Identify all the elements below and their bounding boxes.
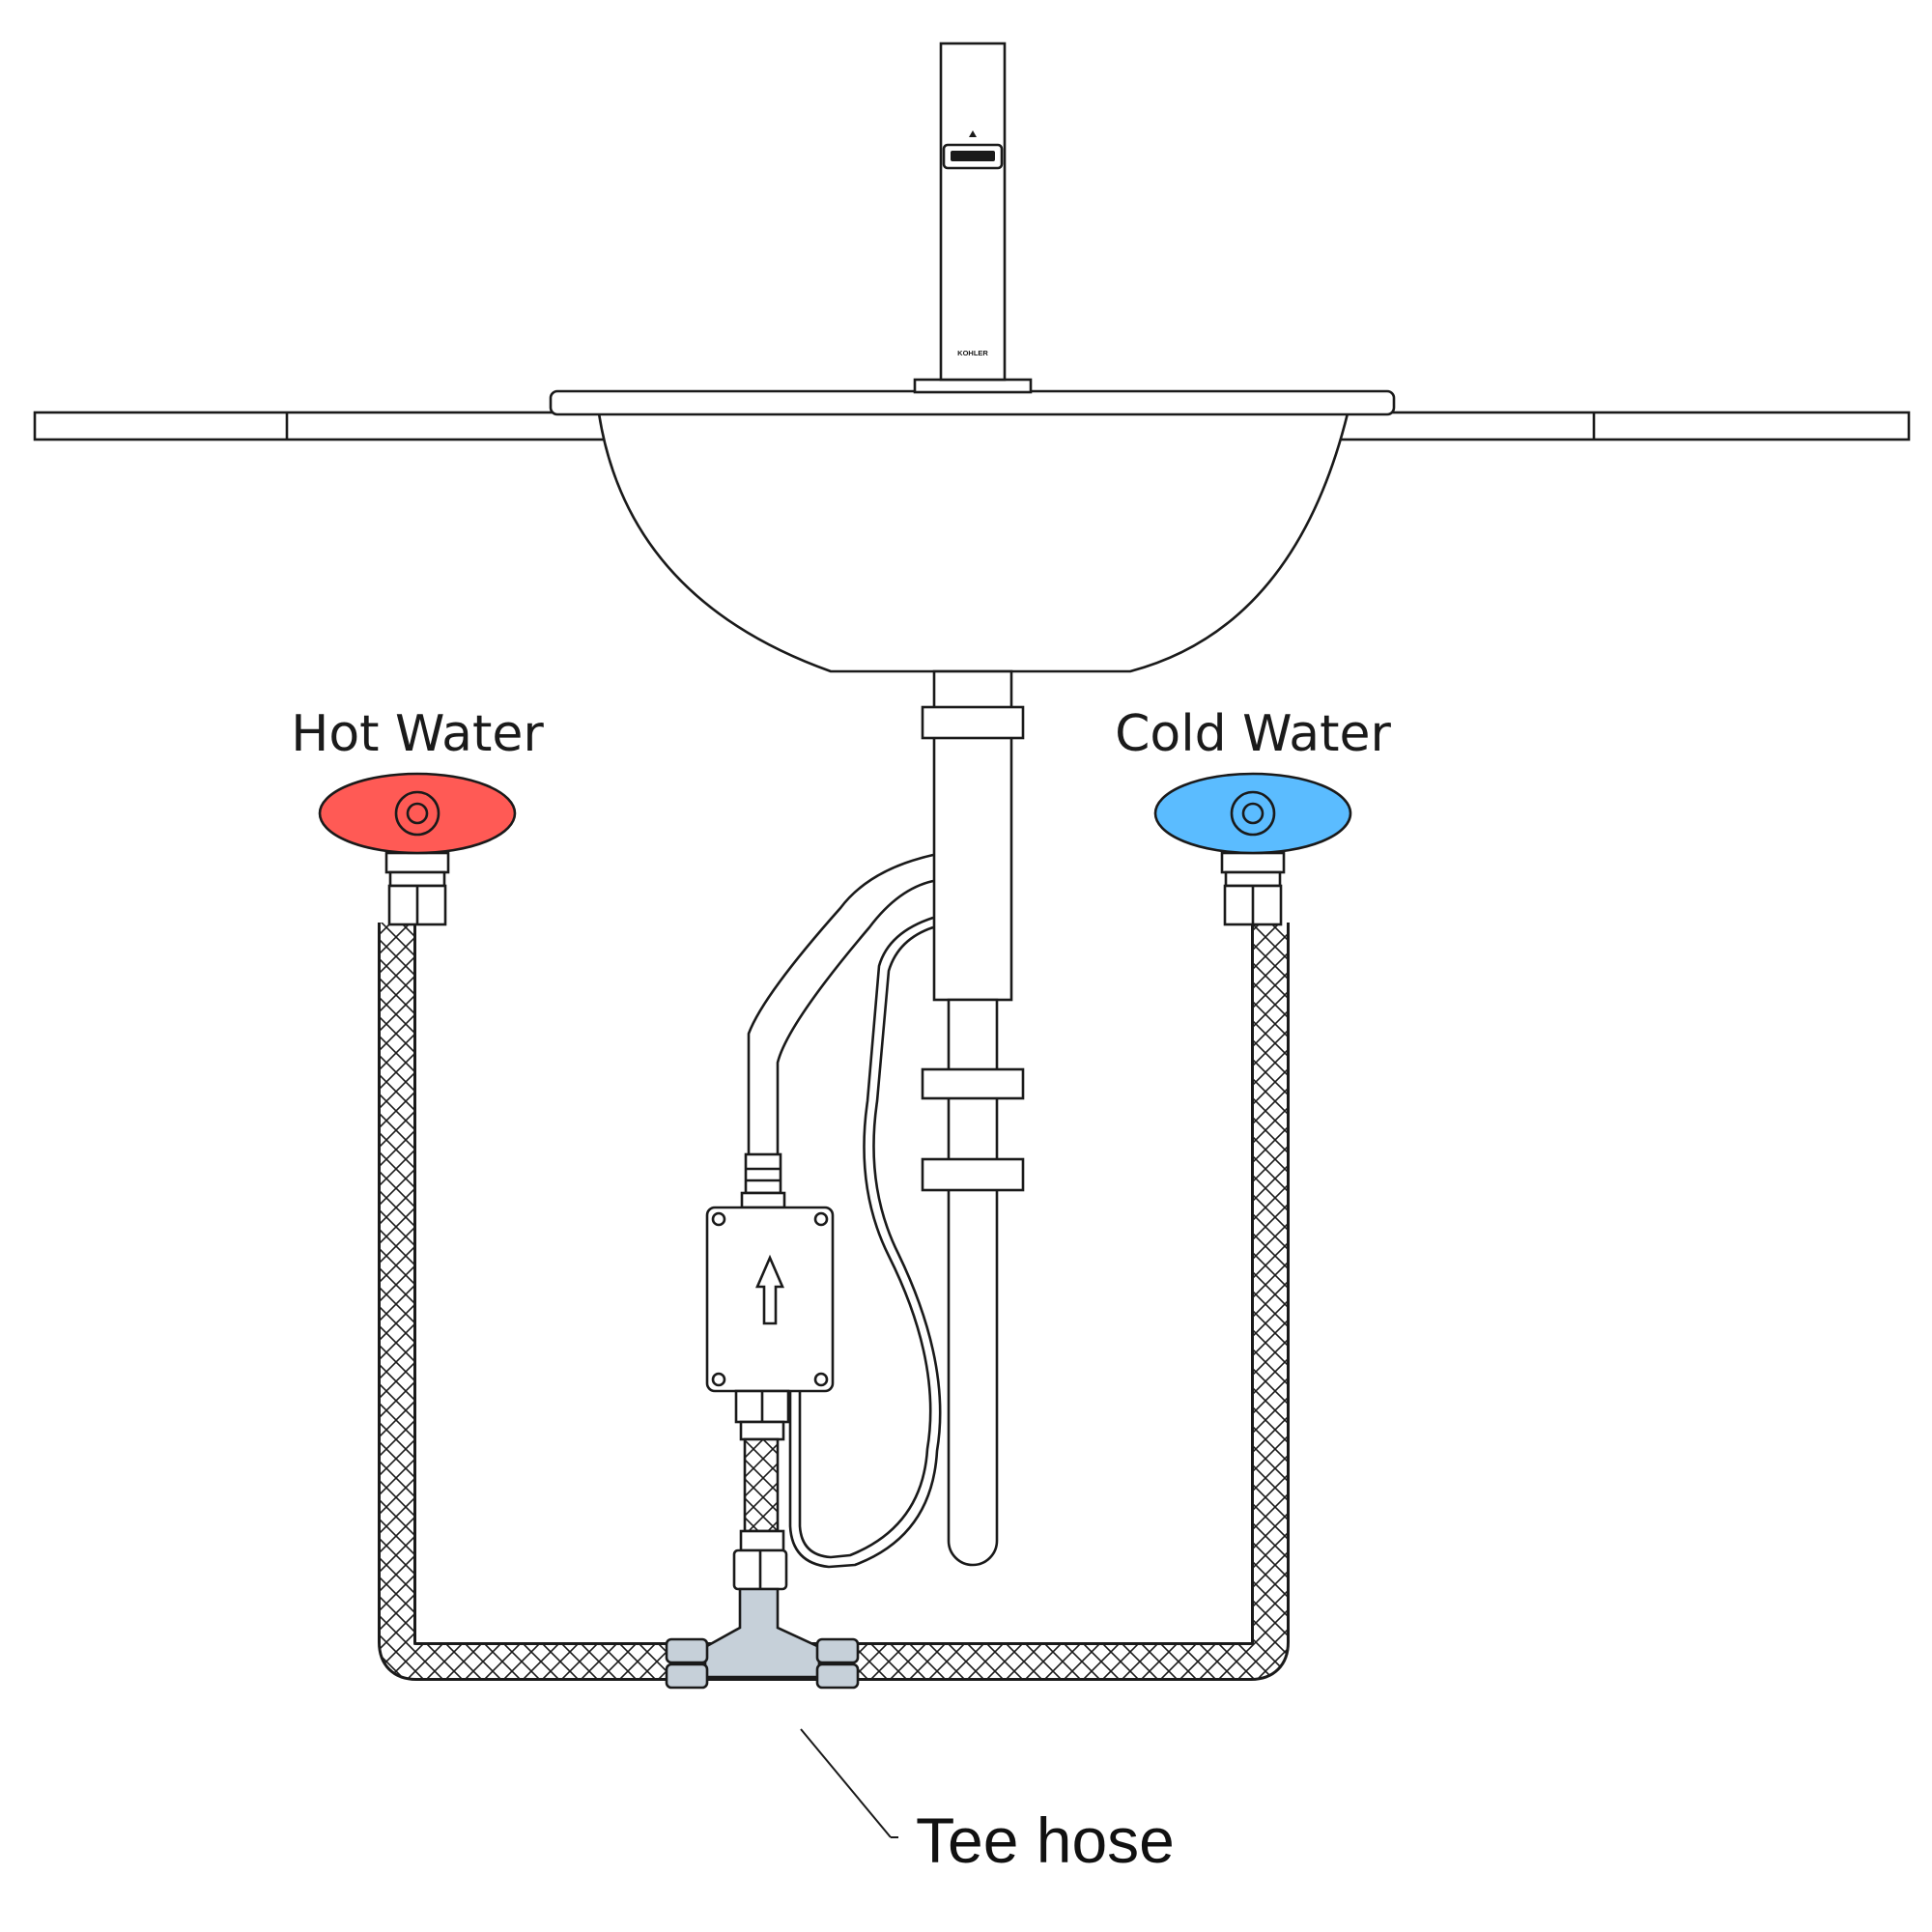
faucet: KOHLER: [913, 42, 1033, 394]
tee-fitting: [665, 1587, 860, 1690]
outlet-connector: [732, 1389, 790, 1591]
sensor-window: [942, 143, 1004, 170]
faucet-supply-hose: [740, 853, 934, 1209]
tee-hose-leader-line: [800, 1728, 892, 1838]
hot-water-valve: [318, 772, 517, 926]
tee-hose-label: Tee hose: [916, 1804, 1175, 1876]
cold-water-valve: [1153, 772, 1352, 926]
drain-tailpiece: [921, 669, 1025, 1567]
up-arrow-icon: [755, 1254, 784, 1325]
cold-water-label: Cold Water: [1115, 705, 1391, 763]
screw-icon: [711, 1211, 726, 1227]
sensor-cable: [788, 916, 942, 1569]
control-box: [705, 1206, 835, 1393]
hot-valve-handle[interactable]: [318, 772, 517, 855]
screw-icon: [813, 1211, 829, 1227]
screw-icon: [813, 1372, 829, 1387]
sink-basin: [549, 389, 1396, 673]
screw-icon: [711, 1372, 726, 1387]
triangle-icon: [969, 130, 977, 137]
cold-valve-handle[interactable]: [1153, 772, 1352, 855]
hot-water-label: Hot Water: [291, 705, 544, 763]
brand-logo: KOHLER: [957, 349, 988, 357]
